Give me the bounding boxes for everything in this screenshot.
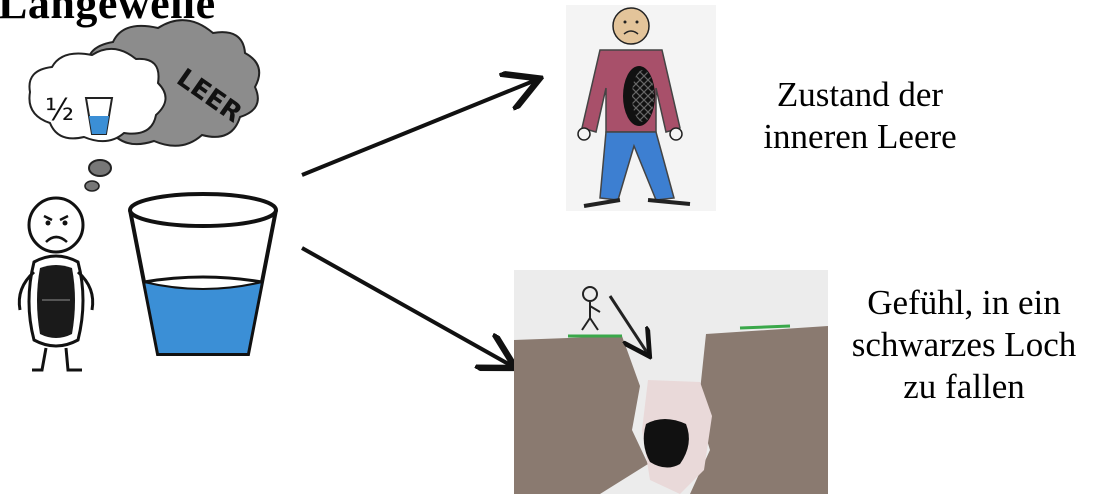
empty-person-figure — [566, 5, 716, 211]
black-hole-mark — [644, 419, 689, 468]
glass-icon — [130, 194, 276, 354]
arrow-icon — [302, 248, 512, 366]
black-hole-scene — [514, 270, 828, 494]
glass-water — [144, 282, 262, 354]
thought-dot-1 — [89, 160, 111, 176]
arrow-icon — [302, 80, 536, 175]
fraction-text: ½ — [45, 93, 74, 128]
earth-left — [514, 336, 648, 494]
sad-face-icon — [613, 8, 649, 44]
earth-right — [690, 326, 828, 494]
thought-dot-2 — [85, 181, 99, 191]
sad-face-icon — [29, 198, 83, 252]
sad-stick-figure — [19, 198, 92, 370]
thought-bubbles: LEER ½ — [29, 20, 259, 191]
body-hole — [37, 265, 75, 338]
